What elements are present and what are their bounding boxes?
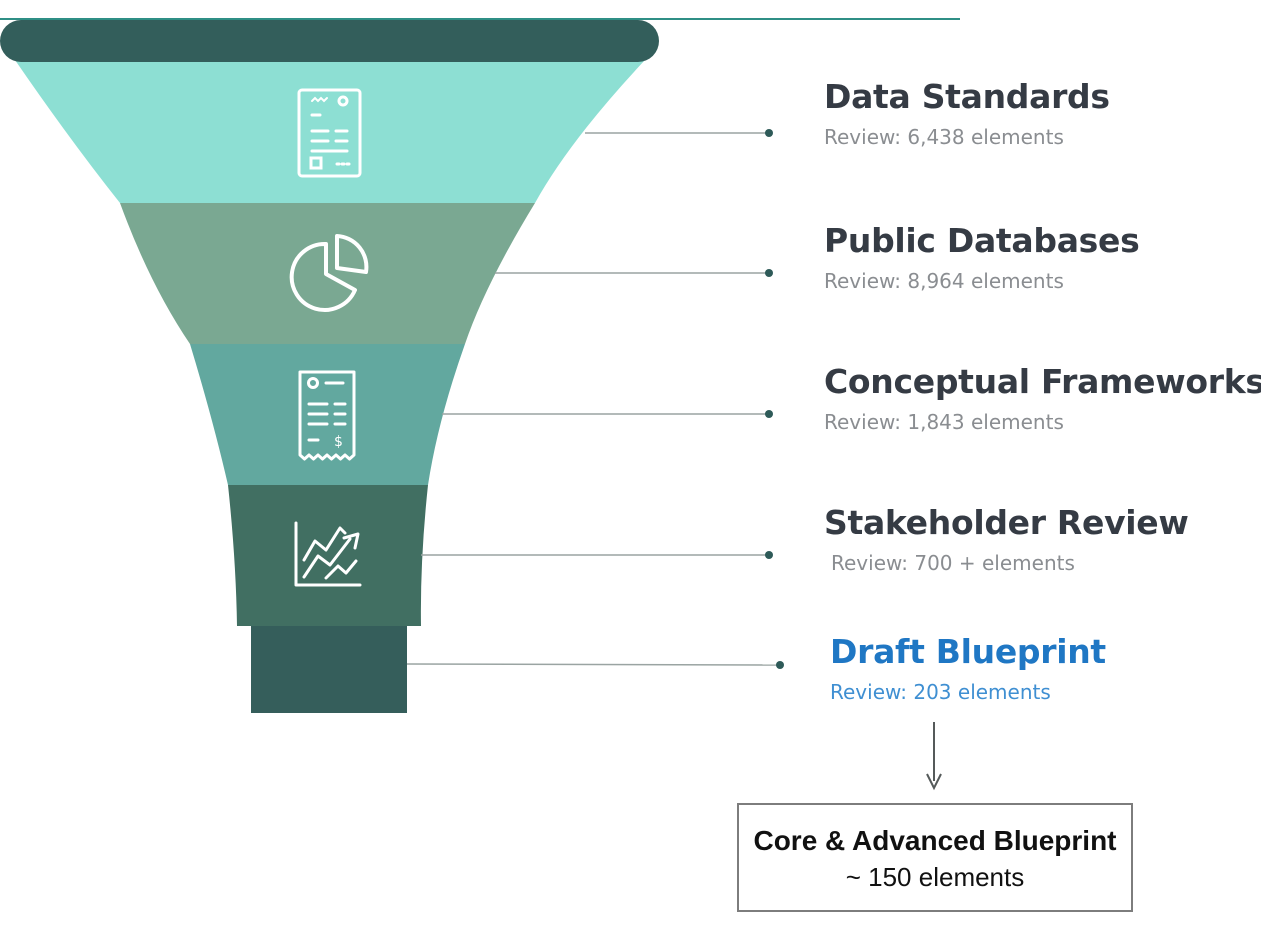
form-document-icon [297,88,362,178]
trend-chart-icon [294,521,362,587]
connector-draft-blueprint [406,661,784,669]
stage-subtitle: Review: 700 + elements [831,551,1075,575]
stage-title: Conceptual Frameworks [824,362,1261,401]
funnel-rim [0,20,659,62]
stage-subtitle: Review: 6,438 elements [824,125,1064,149]
funnel-band-data-standards [15,60,645,203]
stage-title: Data Standards [824,77,1110,116]
connector-stakeholder-review [421,551,773,559]
funnel-band-draft-blueprint [251,626,407,713]
result-subtitle: ~ 150 elements [845,862,1025,892]
arrow-down-to-result [926,722,942,791]
stage-title: Draft Blueprint [830,632,1106,671]
connector-public-databases [495,269,773,277]
funnel-band-stakeholder-review [228,485,428,626]
stage-title: Stakeholder Review [824,503,1189,542]
connector-conceptual-frameworks [442,410,773,418]
receipt-icon [298,370,356,461]
result-title: Core & Advanced Blueprint [753,825,1117,856]
stage-subtitle: Review: 8,964 elements [824,269,1064,293]
dollar-sign: $ [334,434,343,450]
pie-chart-icon [289,234,369,312]
connector-data-standards [585,129,773,137]
stage-subtitle: Review: 1,843 elements [824,410,1064,434]
stage-subtitle: Review: 203 elements [830,680,1051,704]
result-box: Core & Advanced Blueprint ~ 150 elements [737,803,1133,912]
stage-title: Public Databases [824,221,1140,260]
